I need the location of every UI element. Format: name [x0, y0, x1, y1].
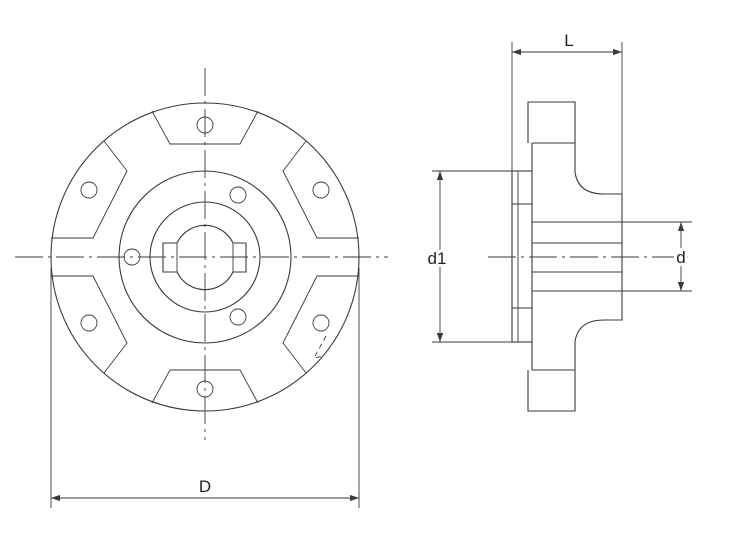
dim-d-label: d — [676, 248, 685, 267]
outer-flange-circle — [50, 102, 360, 412]
bolt-hole-upper-right — [312, 181, 330, 199]
pilot-disc — [511, 170, 533, 343]
bolt-hole-bottom — [196, 380, 214, 398]
hub-hole-1 — [229, 186, 247, 204]
hub-body-profile — [532, 142, 623, 371]
dim-d1-label: d1 — [428, 249, 447, 268]
dim-D-label: D — [199, 477, 211, 496]
dim-L-label: L — [564, 31, 573, 50]
bolt-pad-upper-left — [51, 140, 128, 239]
bolt-pad-lower-left — [51, 275, 128, 374]
hub-hole-2 — [123, 248, 141, 266]
bolt-hole-upper-left — [80, 181, 98, 199]
bore-with-keyways — [162, 224, 247, 291]
bolt-hole-lower-left — [80, 314, 98, 332]
bolt-hole-top — [196, 116, 214, 134]
hub-hole-3 — [229, 308, 247, 326]
flange-ear-bottom — [527, 370, 576, 412]
hidden-feature — [313, 335, 327, 359]
bolt-pad-bottom — [151, 369, 259, 404]
bolt-pad-lower-right — [282, 275, 359, 374]
bolt-pads — [51, 110, 359, 404]
front-view: D — [15, 68, 388, 508]
hub-outer-circle — [118, 170, 292, 344]
flange-ear-top — [527, 101, 576, 143]
bolt-hole-lower-right — [312, 314, 330, 332]
hub-inner-circle — [149, 201, 261, 313]
side-view: L d1 d — [425, 31, 692, 412]
bolt-pad-upper-right — [282, 140, 359, 239]
bolt-pad-top — [151, 110, 259, 145]
